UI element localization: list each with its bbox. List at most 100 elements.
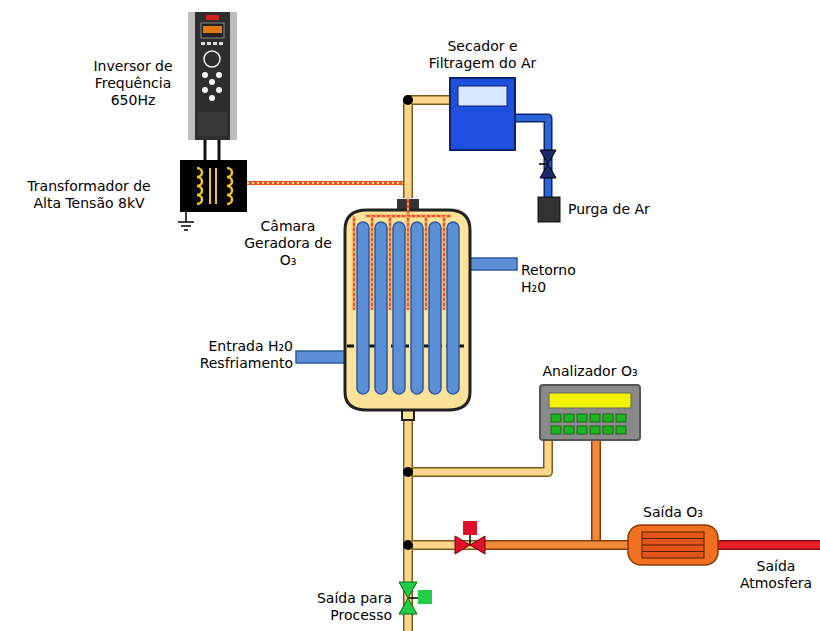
- inlet-label: Entrada H₂0 Resfriamento: [180, 338, 293, 372]
- node-label: Transformador de Alta Tensão 8kV: [18, 178, 160, 212]
- ozone-destructor-shape-part: [628, 525, 718, 565]
- frequency-inverter: Inversor de Frequência 650Hz: [188, 12, 237, 140]
- ozone-analyzer-shape-part: [603, 426, 613, 434]
- frequency-inverter-shape-part: [209, 95, 215, 101]
- ozone-analyzer-shape-part: [603, 414, 613, 422]
- air-purge-shape-part: [538, 197, 560, 222]
- ozone-chamber-shape-part: [411, 222, 423, 394]
- frequency-inverter-shape-part: [195, 12, 230, 140]
- pipe-stroke: [247, 183, 408, 198]
- ozone-analyzer-shape-part: [577, 414, 587, 422]
- frequency-inverter-shape-part: [202, 72, 208, 78]
- air-purge-shape: [538, 197, 560, 222]
- ozone-analyzer-shape-part: [616, 426, 626, 434]
- hv-transformer-shape-part: [209, 168, 211, 204]
- ozone-analyzer-shape: [540, 385, 640, 440]
- ground-symbol-part: [184, 229, 188, 231]
- hv-transformer-shape: [180, 160, 247, 212]
- pipe-connector: [408, 100, 450, 198]
- ozone-chamber-shape-part: [354, 198, 451, 310]
- frequency-inverter-shape-part: [216, 87, 222, 93]
- frequency-inverter-shape-part: [216, 72, 222, 78]
- exhaust-pipe-part: [712, 542, 820, 549]
- hv-transformer-shape-part: [215, 168, 217, 204]
- ozone-valve-part: [463, 521, 477, 535]
- ozone-destructor-shape-part: [642, 545, 704, 546]
- air-dryer-shape: [450, 78, 515, 150]
- ozone-analyzer: Analizador O₃: [540, 385, 640, 440]
- ozone-analyzer-shape-part: [551, 426, 561, 434]
- ground-symbol-part: [181, 225, 191, 227]
- frequency-inverter-shape-part: [202, 87, 208, 93]
- ground-symbol-part: [178, 221, 194, 223]
- junction-dot-part: [403, 540, 413, 550]
- process-valve: [399, 582, 432, 614]
- ozone-chamber-shape-part: [429, 222, 441, 394]
- pipe-stroke: [596, 440, 628, 545]
- ozone-pipe-part: [478, 540, 600, 550]
- ground-symbol: [178, 212, 194, 230]
- exhaust-label: Saída Atmosfera: [736, 558, 816, 592]
- hv-transformer-shape-part: [180, 160, 247, 212]
- ozone-analyzer-shape-part: [590, 426, 600, 434]
- return-label: Retorno H₂0: [521, 262, 601, 296]
- purge-valve-part: [540, 150, 556, 178]
- ozone-chamber-shape: [345, 198, 470, 420]
- ozone-pipe: [478, 545, 600, 546]
- pipe-connector: [205, 140, 219, 160]
- pipe-stroke: [596, 440, 628, 545]
- ozone-analyzer-shape-part: [564, 426, 574, 434]
- process-valve-part: [399, 582, 417, 614]
- ozone-analyzer-shape-part: [590, 414, 600, 422]
- frequency-inverter-shape-part: [201, 42, 205, 45]
- pipe-stroke: [408, 420, 548, 472]
- ozone-analyzer-shape-part: [564, 414, 574, 422]
- ozone-pipe-part: [478, 542, 600, 549]
- ozone-analyzer-shape-part: [577, 426, 587, 434]
- pipe-stroke: [408, 100, 450, 198]
- node-label: Saída O₃: [623, 504, 723, 521]
- ozone-chamber: Câmara Geradora de O₃: [345, 198, 470, 420]
- frequency-inverter-shape-part: [204, 51, 220, 67]
- pipe-stroke: [408, 420, 548, 472]
- node-label: Purga de Ar: [568, 201, 650, 218]
- exhaust-pipe: [712, 545, 820, 546]
- ozone-chamber-shape-part: [447, 222, 459, 394]
- ozone-analyzer-shape-part: [549, 393, 631, 408]
- ozone-chamber-shape-part: [357, 222, 369, 394]
- ozone-valve-part: [455, 536, 485, 554]
- ozone-destructor-shape-part: [642, 532, 704, 558]
- process-valve-part: [418, 590, 432, 604]
- frequency-inverter-shape-part: [209, 79, 215, 85]
- ozone-destructor: Saída O₃: [628, 525, 718, 565]
- pipe-connector: [515, 118, 548, 197]
- air-dryer-shape-part: [458, 86, 507, 106]
- ozone-valve: [455, 521, 485, 554]
- frequency-inverter-shape-part: [206, 15, 219, 20]
- pipe-stroke: [218, 140, 221, 160]
- frequency-inverter-shape-part: [188, 12, 237, 140]
- frequency-inverter-shape-part: [203, 26, 222, 33]
- pipe-stroke: [247, 183, 408, 198]
- frequency-inverter-shape-part: [213, 42, 217, 45]
- pipe-stroke: [515, 118, 548, 197]
- frequency-inverter-shape-part: [201, 23, 224, 38]
- pipe-stroke: [408, 100, 450, 198]
- ground-symbol-part: [185, 212, 187, 222]
- purge-valve-part: [539, 163, 548, 165]
- ozone-destructor-shape-part: [642, 538, 704, 539]
- hv-transformer-shape-part: [227, 168, 232, 204]
- frequency-inverter-shape-part: [198, 112, 227, 136]
- ozone-chamber-shape-part: [354, 198, 451, 310]
- ozone-chamber-shape-part: [393, 222, 405, 394]
- node-label: Inversor de Frequência 650Hz: [83, 58, 183, 109]
- purge-valve: [539, 150, 556, 178]
- ozone-analyzer-shape-part: [551, 414, 561, 422]
- junction-dot-part: [403, 467, 413, 477]
- process-label: Saída para Processo: [292, 590, 392, 624]
- pipe-connector: [596, 440, 628, 545]
- pipe-stroke: [515, 118, 548, 197]
- air-purge: Purga de Ar: [538, 197, 560, 222]
- node-label: Secador e Filtragem do Ar: [413, 38, 553, 72]
- hv-transformer-shape-part: [197, 168, 202, 204]
